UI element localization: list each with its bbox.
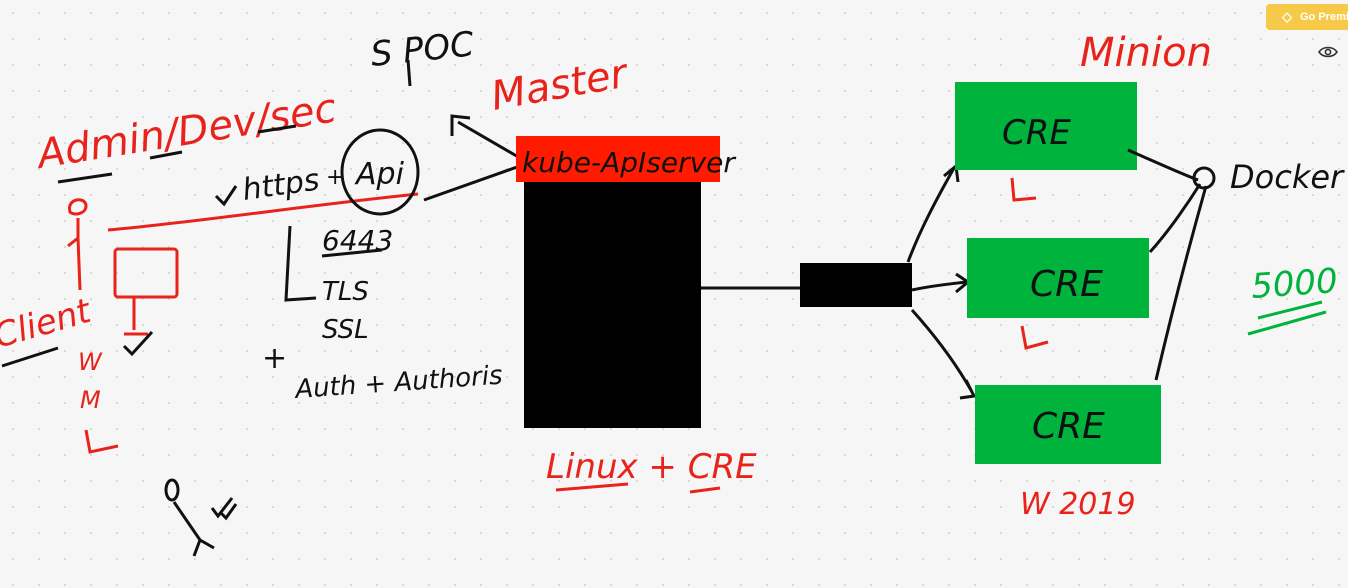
five-thousand-underline-2	[1247, 310, 1327, 336]
https-plus: +	[326, 165, 344, 190]
user-figure-head	[164, 478, 180, 502]
auth-plus: +	[262, 341, 287, 376]
node-2-l-stroke	[1020, 325, 1049, 350]
kube-apiserver-label: kube-ApIserver	[522, 146, 736, 179]
port-bracket	[284, 225, 317, 302]
node-1-to-docker	[1127, 148, 1199, 182]
node-1-cre-label: CRE	[1002, 113, 1071, 153]
node-2-to-docker	[1148, 183, 1202, 254]
https-label: https	[240, 163, 321, 208]
monitor-checkmark	[122, 330, 154, 357]
router-to-node1-arrow	[906, 163, 960, 263]
monitor-stand	[124, 298, 148, 336]
node-1-l-stroke	[1010, 177, 1037, 202]
master-server-block	[524, 172, 701, 428]
auth-label: Auth + Authoris	[292, 361, 503, 406]
api-circle	[340, 128, 420, 216]
go-premium-label: Go Premi	[1300, 11, 1348, 23]
api-label: Api	[354, 157, 405, 192]
client-to-api-line	[107, 192, 419, 232]
kube-apiserver-bar	[516, 136, 720, 182]
admin-underline-1	[57, 172, 113, 184]
five-thousand-underline-1	[1257, 300, 1323, 320]
master-label: Master	[488, 50, 633, 119]
docker-hub-icon	[1192, 166, 1216, 190]
node-3-box	[975, 385, 1161, 464]
node-1-box	[955, 82, 1137, 170]
go-premium-button[interactable]: ◇ Go Premi	[1266, 4, 1348, 30]
os-l-label-stroke	[84, 429, 119, 454]
router-to-node3-arrow	[910, 308, 977, 400]
client-label: Client	[0, 291, 97, 357]
linux-underline	[555, 482, 629, 492]
router-block	[800, 263, 912, 307]
node-2-cre-label: CRE	[1030, 264, 1103, 305]
docker-label: Docker	[1230, 158, 1345, 196]
api-to-master-line	[423, 164, 521, 202]
ssl-label: SSL	[322, 315, 369, 345]
linux-cre-label: Linux + CRE	[546, 447, 757, 487]
node-1-l-label: L	[0, 0, 1, 1]
admin-figure-body	[67, 218, 82, 291]
spoc-label: S POC	[369, 24, 476, 75]
master-arrow	[450, 114, 521, 160]
node-2-box	[967, 238, 1149, 318]
eye-icon[interactable]	[1318, 44, 1338, 60]
tls-label: TLS	[322, 277, 369, 307]
port-underline	[321, 248, 383, 258]
cre-underline	[689, 486, 721, 494]
admin-underline-3	[257, 124, 297, 134]
node-3-cre-label: CRE	[1032, 406, 1105, 447]
router-to-node2-arrow	[911, 272, 971, 294]
diamond-icon: ◇	[1282, 9, 1292, 24]
client-monitor-icon	[113, 247, 179, 299]
user-figure-body	[172, 501, 215, 557]
admin-dev-sec-label: Admin/Dev/sec	[31, 85, 339, 178]
minion-label: Minion	[1080, 30, 1212, 76]
https-checkmark	[214, 185, 238, 207]
os-l-label: L	[0, 0, 1, 1]
admin-figure-head	[68, 198, 88, 216]
node-2-l-label: L	[0, 0, 1, 1]
os-m-label: M	[80, 386, 101, 414]
five-thousand-label: 5000	[1250, 261, 1339, 307]
os-w-label: W	[78, 348, 103, 376]
client-underline	[1, 346, 59, 368]
node-3-to-docker	[1154, 185, 1208, 381]
admin-underline-2	[149, 150, 183, 160]
spoc-underline-stroke	[406, 59, 412, 87]
w2019-label: W 2019	[1020, 487, 1136, 522]
user-figure-check	[210, 497, 238, 521]
